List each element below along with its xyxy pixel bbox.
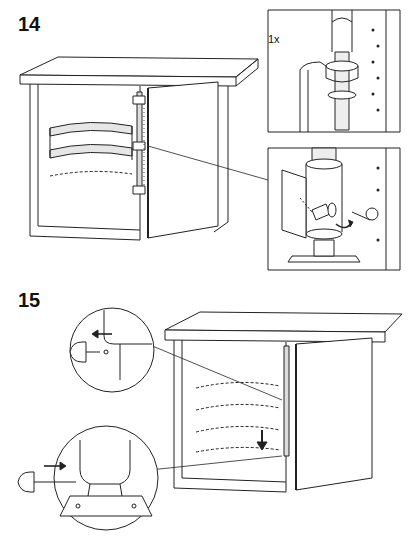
cabinet-step15 xyxy=(150,312,402,492)
inset-circle-top xyxy=(70,308,154,392)
step-number: 14 xyxy=(18,14,40,34)
step-number: 15 xyxy=(18,290,40,310)
inset-circle-bottom xyxy=(18,426,158,530)
cabinet-step14 xyxy=(20,57,268,240)
inset-top xyxy=(268,10,400,132)
quantity-label: 1x xyxy=(268,34,280,45)
inset-bottom xyxy=(268,148,400,270)
